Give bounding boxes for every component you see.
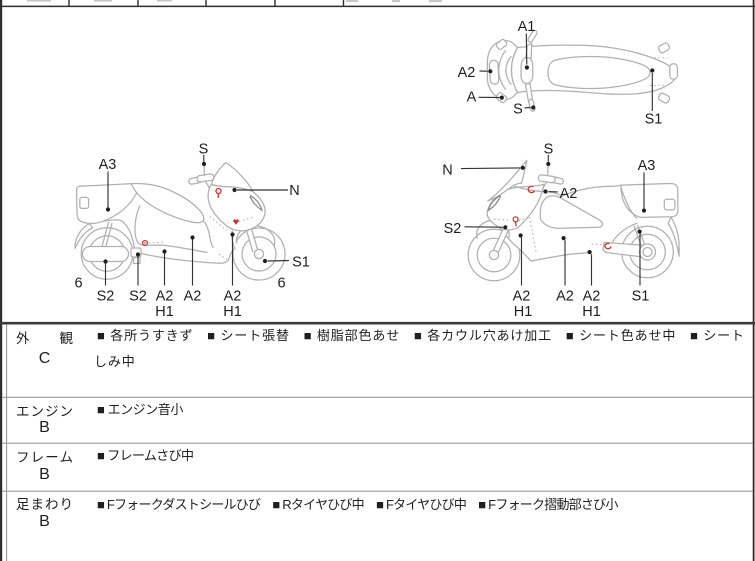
grade-value: B	[39, 465, 50, 483]
left-view-red-marks	[141, 187, 239, 247]
diagram-right-side-view: S N A3 A2 S2 A2 A2 A2 S1 H1 H1	[442, 142, 680, 321]
top-mirror-left-icon	[495, 38, 508, 50]
top-stem-pod	[520, 56, 534, 85]
label-a2-3: A2	[583, 289, 601, 305]
label-a: A	[467, 90, 477, 106]
label-h1-1: H1	[155, 304, 174, 320]
top-view-marker-dots	[488, 65, 655, 110]
label-s1: S1	[632, 289, 650, 305]
comment-line: ■ 各所うすきず ■ シート張替 ■ 樹脂部色あせ ■ 各カウル穴あけ加工 ■ …	[97, 327, 745, 343]
label-n: N	[442, 163, 452, 179]
left-view-labels: S A3 N S1 6 6 S2 S2 A2 A2 A2 H1 H1	[74, 142, 309, 321]
label-s2-2: S2	[129, 289, 147, 305]
category-label: 外 観	[16, 330, 73, 346]
right-tail-box	[620, 182, 679, 219]
right-view-red-marks	[512, 185, 612, 250]
label-a2-top: A2	[560, 186, 578, 202]
cropped-text-remnants	[27, 0, 442, 3]
right-view-seam-dotted	[493, 216, 604, 255]
label-s2: S2	[444, 221, 462, 237]
label-h1-3: H1	[223, 304, 242, 320]
diagram-left-side-view: S A3 N S1 6 6 S2 S2 A2 A2 A2 H1 H1	[74, 142, 310, 321]
grade-value: B	[39, 419, 50, 436]
top-strip-cell-dividers	[68, 0, 345, 7]
top-seat	[547, 55, 651, 90]
left-seat	[130, 182, 205, 224]
label-a2-1: A2	[156, 289, 174, 305]
category-label: フレーム	[16, 450, 73, 465]
label-h1-3: H1	[582, 304, 601, 320]
right-view-marker-dots	[503, 161, 647, 255]
comment-line: しみ中	[94, 353, 136, 369]
left-view-marker-dots	[103, 161, 268, 264]
label-a1: A1	[518, 19, 536, 35]
left-windshield	[210, 161, 254, 193]
left-view-leader-lines	[104, 155, 290, 286]
label-s: S	[513, 102, 523, 118]
label-s2-1: S2	[97, 289, 115, 305]
left-view-seam-dotted	[148, 216, 254, 262]
label-s1: S1	[645, 112, 663, 128]
grade-value: B	[39, 512, 50, 530]
label-s: S	[199, 142, 209, 158]
top-view-labels: A1 A2 A S S1	[458, 19, 663, 128]
top-view-leader-lines	[478, 33, 653, 111]
diagram-top-view: A1 A2 A S S1	[458, 19, 679, 128]
right-view-labels: S N A3 A2 S2 A2 A2 A2 S1 H1 H1	[442, 142, 655, 321]
category-label: 足まわり	[16, 496, 73, 512]
comment-line: ■ フレームさび中	[97, 448, 194, 463]
label-a3: A3	[638, 158, 656, 174]
grade-value: C	[38, 350, 51, 367]
label-six-left: 6	[74, 276, 82, 292]
label-n: N	[289, 183, 299, 199]
label-s: S	[544, 142, 554, 158]
label-a2-2: A2	[556, 289, 574, 305]
label-a2-1: A2	[513, 289, 531, 305]
top-front-cowl	[486, 40, 519, 101]
right-windshield	[487, 159, 528, 202]
comment-line: ■ Fフォークダストシールひび ■ Rタイヤひび中 ■ Fタイヤひび中 ■ Fフ…	[97, 497, 618, 512]
label-a2: A2	[458, 65, 476, 81]
right-knee-panel	[539, 195, 604, 229]
comment-line: ■ エンジン音小	[97, 402, 183, 417]
label-a2-3: A2	[224, 289, 242, 305]
label-a3: A3	[99, 157, 117, 173]
label-a2-2: A2	[184, 289, 202, 305]
right-view-leader-lines	[460, 155, 645, 286]
category-label: エンジン	[16, 404, 73, 419]
label-six-right: 6	[277, 276, 285, 292]
label-s1: S1	[292, 255, 310, 271]
label-h1-1: H1	[514, 304, 533, 320]
grade-table-lines	[2, 324, 753, 561]
